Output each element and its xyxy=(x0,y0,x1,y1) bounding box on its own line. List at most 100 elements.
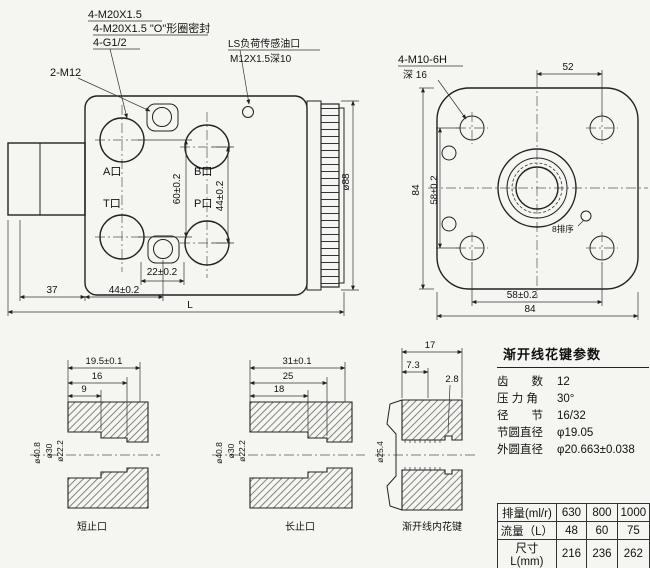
table-row: 尺寸L(mm) 216 236 262 xyxy=(497,539,650,568)
spline-pitch-circle xyxy=(511,162,563,214)
section3-label: 渐开线内花键 xyxy=(402,520,462,533)
drain-hole xyxy=(580,210,592,222)
section-cut-upper xyxy=(401,399,463,441)
section-spline-bore: 17 7.3 2.8 ø25.4 渐开线内花键 xyxy=(375,340,478,533)
front-port-labels: A口 B口 T口 P口 xyxy=(103,166,212,210)
table-cell: 216 xyxy=(555,539,588,568)
leader-line xyxy=(109,48,128,119)
spline-teeth-upper xyxy=(404,440,441,443)
leader-line xyxy=(239,49,251,105)
table-cell: 1000 xyxy=(616,503,650,522)
row-label: 尺寸L(mm) xyxy=(497,539,557,568)
param-label: 外圆直径 xyxy=(497,444,543,456)
dim-2-8: 2.8 xyxy=(445,374,458,385)
m12-hole-bottom xyxy=(153,239,173,259)
callout-m12-depth: M12X1.5深10 xyxy=(230,53,292,65)
m12-boss-top xyxy=(146,103,179,132)
dim-d40-8: ø40.8 xyxy=(214,442,224,464)
dim-17: 17 xyxy=(425,340,436,351)
table-cell: 236 xyxy=(586,539,618,568)
dim-22: 22±0.2 xyxy=(147,267,178,278)
spacer-plate xyxy=(306,100,322,291)
row-label: 排量(ml/r) xyxy=(497,503,557,522)
dim-d40-8: ø40.8 xyxy=(32,442,42,464)
leader-line xyxy=(437,79,467,120)
dim-84-bottom: 84 xyxy=(524,304,536,315)
param-label: 节圆直径 xyxy=(497,427,543,439)
param-label: 径 节 xyxy=(497,410,543,422)
center-bore-inner xyxy=(515,166,559,210)
valve-body-rear xyxy=(436,87,639,290)
param-value: 12 xyxy=(557,376,570,388)
section-cut-lower xyxy=(67,467,149,509)
rear-dimensions: 4-M10-6H 深 16 8排序 52 84 58±0.2 58±0.2 84 xyxy=(398,54,639,320)
ls-port-hole xyxy=(242,106,254,118)
section-cut-lower xyxy=(401,469,463,511)
callout-m20: 4-M20X1.5 xyxy=(88,9,142,21)
spline-param-row: 节圆直径 φ19.05 xyxy=(497,425,649,442)
dim-58-bottom: 58±0.2 xyxy=(507,290,538,301)
note-leader xyxy=(577,219,585,227)
table-cell: 75 xyxy=(616,521,650,540)
valve-body-front xyxy=(84,95,308,296)
m12-hole-top xyxy=(152,107,172,127)
rear-note: 8排序 xyxy=(552,224,574,234)
spline-teeth-lower xyxy=(404,467,441,470)
param-value: φ19.05 xyxy=(557,427,594,439)
spline-params-title: 渐开线花键参数 xyxy=(503,347,602,362)
dim-d30: ø30 xyxy=(44,443,54,458)
dim-44-vertical: 44±0.2 xyxy=(215,180,226,211)
dim-37: 37 xyxy=(46,285,58,296)
dim-9: 9 xyxy=(81,384,86,395)
table-cell: 48 xyxy=(555,521,588,540)
dim-d30: ø30 xyxy=(226,443,236,458)
table-row: 排量(ml/r) 630 800 1000 xyxy=(497,503,650,522)
table-cell: 262 xyxy=(616,539,650,568)
table-cell: 800 xyxy=(586,503,618,522)
spline-parameter-panel: 渐开线花键参数 齿 数 12 压 力 角 30° 径 节 16/32 节圆直径 … xyxy=(497,344,649,459)
callout-g12: 4-G1/2 xyxy=(93,37,127,49)
output-shaft xyxy=(7,142,86,216)
center-bore-mid xyxy=(506,157,568,219)
dim-d88: ø88 xyxy=(341,173,352,191)
section-cut-upper xyxy=(67,401,149,443)
spline-param-row: 径 节 16/32 xyxy=(497,408,649,425)
callout-depth16: 深 16 xyxy=(403,69,427,81)
leader-line xyxy=(77,77,151,112)
param-value: φ20.663±0.038 xyxy=(557,444,635,456)
end-cap xyxy=(338,107,345,284)
callout-2m12: 2-M12 xyxy=(50,67,81,79)
center-bore-outer xyxy=(497,148,577,228)
port-a-label: A口 xyxy=(103,166,121,178)
front-dimensions: 60±0.2 44±0.2 ø88 22±0.2 37 44±0.2 L xyxy=(7,100,359,316)
table-row: 流量（L） 48 60 75 xyxy=(497,521,650,540)
dim-19-5: 19.5±0.1 xyxy=(86,356,123,367)
dim-L: L xyxy=(187,300,193,311)
param-label: 齿 数 xyxy=(497,376,543,388)
dim-52: 52 xyxy=(562,62,574,73)
dim-25: 25 xyxy=(283,371,294,382)
section-long-spigot: 18 25 31±0.1 ø40.8 ø30 ø22.2 长止口 xyxy=(212,356,365,533)
pin-hole xyxy=(441,216,457,232)
pin-hole xyxy=(441,145,457,161)
housing-profile xyxy=(386,399,403,511)
section-cut-lower xyxy=(249,467,353,509)
dim-7-3: 7.3 xyxy=(406,360,419,371)
table-cell: 630 xyxy=(555,503,588,522)
callout-m10: 4-M10-6H xyxy=(398,54,447,66)
callout-ls-port: LS负荷传感油口 xyxy=(228,37,300,50)
dim-18: 18 xyxy=(274,384,285,395)
section-cut-upper xyxy=(249,401,353,443)
section1-label: 短止口 xyxy=(77,520,107,533)
spline-param-row: 外圆直径 φ20.663±0.038 xyxy=(497,442,649,459)
table-cell: 60 xyxy=(586,521,618,540)
callout-m20-oring: 4-M20X1.5 "O"形圈密封 xyxy=(93,21,210,35)
section2-label: 长止口 xyxy=(285,521,315,533)
rear-view-body xyxy=(428,78,648,298)
dim-58-left: 58±0.2 xyxy=(429,176,440,205)
dim-44-bottom: 44±0.2 xyxy=(109,285,140,296)
section-short-spigot: 9 16 19.5±0.1 ø40.8 ø30 ø22.2 短止口 xyxy=(30,356,160,533)
dim-d25-4: ø25.4 xyxy=(375,441,385,463)
